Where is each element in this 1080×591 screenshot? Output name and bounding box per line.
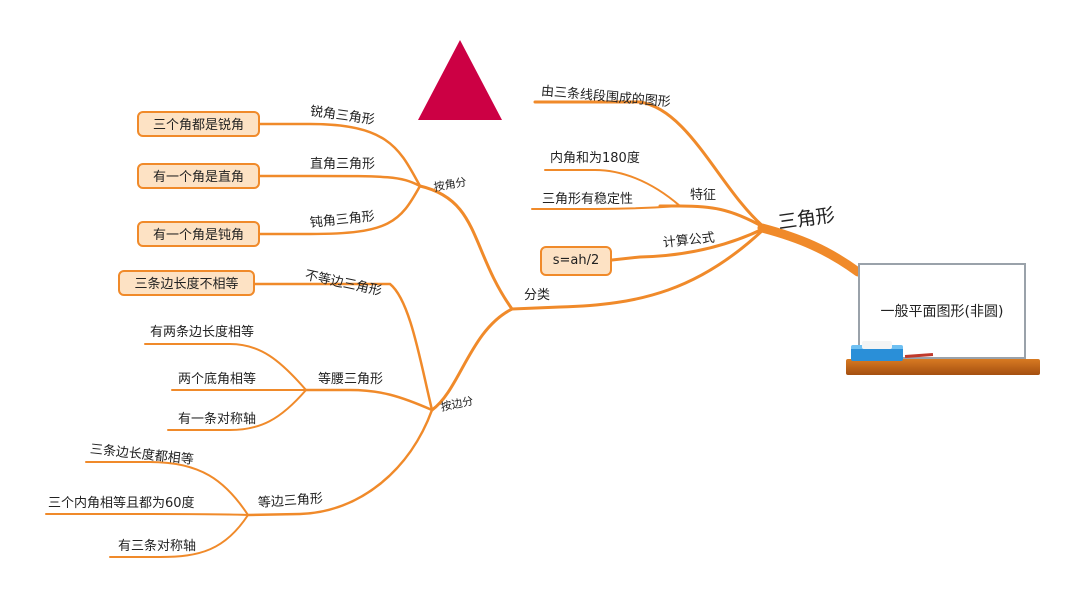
node-feature[interactable]: 特征 <box>690 188 717 203</box>
branch-iso-1 <box>144 343 307 391</box>
branch-acute <box>258 122 422 188</box>
branch-obtuse <box>258 184 422 236</box>
branch-scalene <box>253 282 434 412</box>
node-acute-desc[interactable]: 三个角都是锐角 <box>137 111 260 137</box>
node-iso-3[interactable]: 有一条对称轴 <box>178 412 257 427</box>
node-right-desc[interactable]: 有一个角是直角 <box>137 163 260 189</box>
node-isosceles[interactable]: 等腰三角形 <box>318 372 384 387</box>
branch-feature-angle-sum <box>544 169 681 207</box>
branch-equi-1 <box>85 461 249 516</box>
branch-isosceles <box>304 388 434 412</box>
branch-by-side <box>430 307 514 412</box>
branch-feature <box>658 204 767 230</box>
node-obtuse-desc[interactable]: 有一个角是钝角 <box>137 221 260 247</box>
board-text: 一般平面图形(非圆) <box>880 304 1004 320</box>
node-iso-1[interactable]: 有两条边长度相等 <box>150 325 255 340</box>
branch-classify <box>510 226 767 311</box>
branch-definition <box>533 100 767 230</box>
node-feature-stability[interactable]: 三角形有稳定性 <box>542 192 634 207</box>
branch-equilateral <box>246 408 434 517</box>
node-right[interactable]: 直角三角形 <box>310 157 376 172</box>
triangle-shape <box>418 40 502 120</box>
paper-icon <box>862 341 892 349</box>
node-equi-3[interactable]: 有三条对称轴 <box>118 539 197 554</box>
node-classify[interactable]: 分类 <box>524 288 551 303</box>
node-iso-2[interactable]: 两个底角相等 <box>178 372 257 387</box>
branch-formula <box>610 226 767 262</box>
node-scalene-desc[interactable]: 三条边长度不相等 <box>118 270 255 296</box>
branch-iso-3 <box>167 389 307 431</box>
node-feature-angle-sum[interactable]: 内角和为180度 <box>550 151 640 166</box>
node-formula-value[interactable]: s=ah/2 <box>540 246 612 276</box>
branch-equi-3 <box>109 514 249 558</box>
branch-by-angle <box>418 184 514 311</box>
root-to-board-branch <box>757 223 863 277</box>
node-equi-2[interactable]: 三个内角相等且都为60度 <box>48 496 195 511</box>
board-shelf <box>846 359 1040 375</box>
branch-right <box>258 174 422 188</box>
branch-equi-2 <box>45 513 249 516</box>
branch-feature-stability <box>531 205 681 210</box>
